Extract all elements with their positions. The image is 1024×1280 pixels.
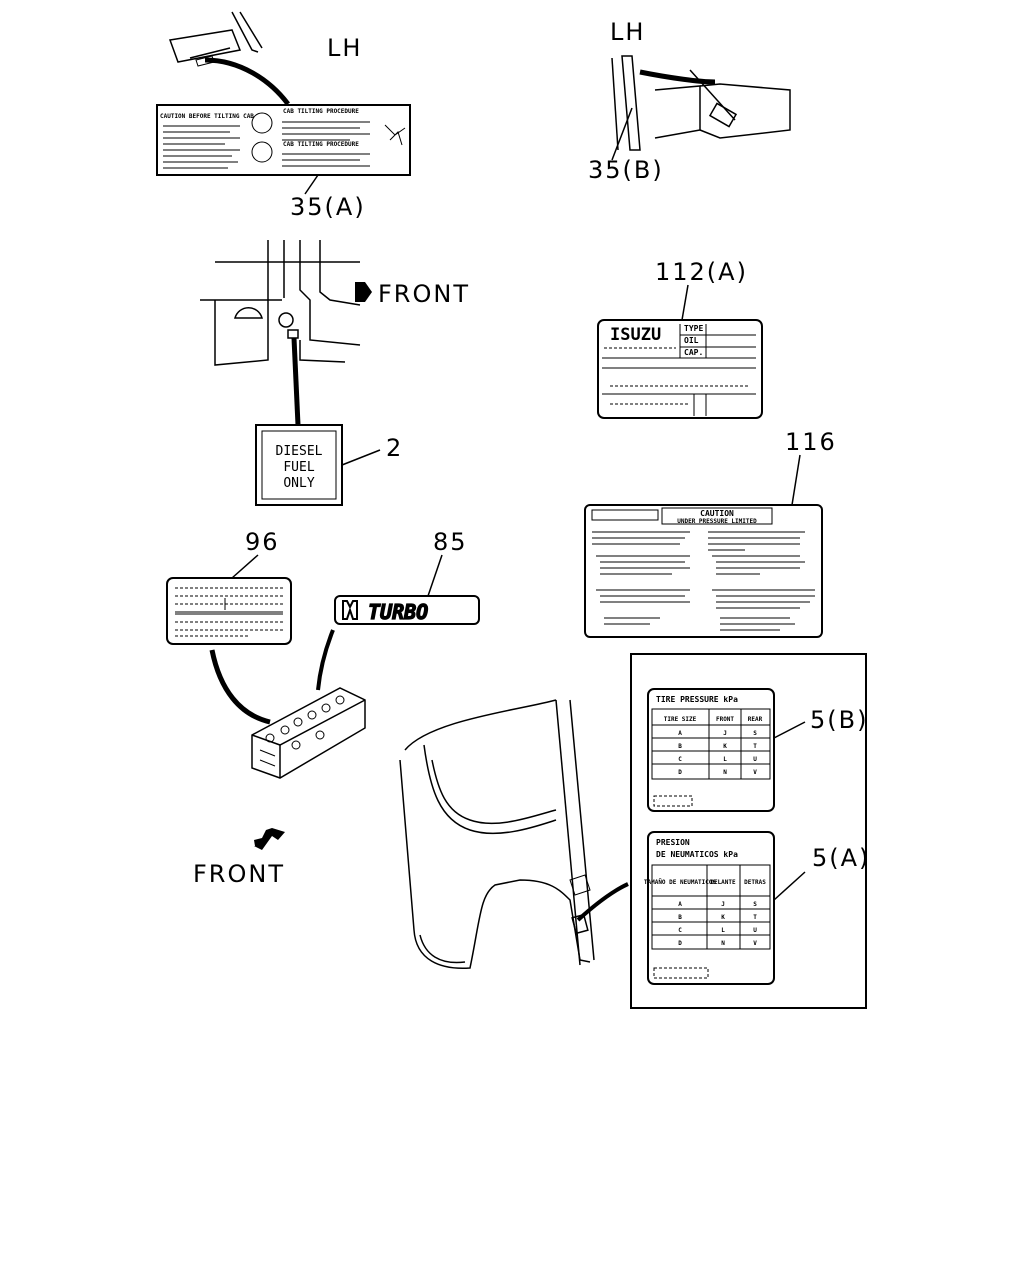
door-with-tire-labels: TIRE PRESSURE kPa TIRE SIZE FRONT REAR A…	[399, 653, 870, 1009]
tire-es-cell: C	[678, 927, 682, 934]
tire-en-cell: U	[753, 756, 757, 763]
tire-es-title-1: PRESION	[656, 838, 690, 847]
caution-title: CAUTION	[700, 509, 734, 518]
tire-es-cell: T	[753, 914, 757, 921]
callout-5b: 5(B)	[810, 706, 868, 734]
tire-inset-frame	[630, 653, 867, 1009]
tire-en-cell: V	[753, 769, 757, 776]
isuzu-brand: ISUZU	[610, 325, 661, 345]
callout-35a: 35(A)	[290, 193, 366, 221]
tire-es-title-2: DE NEUMATICOS kPa	[656, 850, 738, 859]
tire-es-cell: A	[678, 901, 682, 908]
tire-es-cell: U	[753, 927, 757, 934]
lh-label-1: LH	[327, 34, 362, 62]
tire-es-cell: L	[721, 927, 725, 934]
tire-en-h-rear: REAR	[748, 716, 763, 723]
callout-5a: 5(A)	[812, 844, 870, 872]
tire-en-cell: K	[723, 743, 727, 750]
caution-label: 116 CAUTION UNDER PRESSURE LIMITED	[584, 428, 837, 638]
diesel-line-1: DIESEL	[276, 444, 323, 459]
door-pillar-label-group: LH 35(B)	[588, 18, 791, 184]
isuzu-row-cap: CAP.	[684, 348, 703, 357]
diesel-line-2: FUEL	[283, 460, 314, 475]
turbo-badge-text: TURBO	[368, 600, 428, 624]
callout-96: 96	[245, 528, 280, 556]
tire-en-cell: L	[723, 756, 727, 763]
front-label-1: FRONT	[378, 280, 470, 308]
cab-tilt-label-group: CAUTION BEFORE TILTING CAB CAB TILTING P…	[156, 11, 411, 221]
tire-es-cell: V	[753, 940, 757, 947]
cab-tilt-label	[156, 104, 411, 176]
isuzu-row-oil: OIL	[684, 336, 699, 345]
tire-en-cell: S	[753, 730, 757, 737]
tire-en-cell: D	[678, 769, 682, 776]
callout-85: 85	[433, 528, 468, 556]
callout-35b: 35(B)	[588, 156, 664, 184]
tire-en-title: TIRE PRESSURE kPa	[656, 695, 738, 704]
tire-en-cell: T	[753, 743, 757, 750]
tire-es-cell: B	[678, 914, 682, 921]
cab-tilt-right-title-2: CAB TILTING PROCEDURE	[283, 141, 359, 148]
tire-pressure-label-es	[647, 831, 775, 985]
lh-label-2: LH	[610, 18, 645, 46]
tire-es-h-rear: DETRAS	[744, 879, 766, 886]
front-label-2: FRONT	[193, 860, 285, 888]
tire-en-h-front: FRONT	[716, 716, 734, 723]
engine-block-labels: 96 85 TURBO FRONT	[166, 528, 480, 888]
tire-pressure-label-en	[647, 688, 775, 812]
tire-es-cell: K	[721, 914, 725, 921]
tire-es-cell: N	[721, 940, 725, 947]
tire-en-cell: N	[723, 769, 727, 776]
tire-en-cell: A	[678, 730, 682, 737]
fuel-cap-area: FRONT DIESEL FUEL ONLY 2	[200, 240, 470, 506]
callout-2: 2	[386, 434, 403, 462]
isuzu-oil-plate: 112(A) ISUZU TYPE OIL CAP.	[597, 258, 763, 419]
cab-tilt-left-title: CAUTION BEFORE TILTING CAB	[160, 113, 254, 120]
tire-es-cell: D	[678, 940, 682, 947]
diesel-line-3: ONLY	[283, 476, 314, 491]
cab-tilt-right-title: CAB TILTING PROCEDURE	[283, 108, 359, 115]
callout-112a: 112(A)	[655, 258, 748, 286]
callout-116: 116	[785, 428, 837, 456]
caution-subtitle: UNDER PRESSURE LIMITED	[677, 518, 757, 525]
isuzu-row-type: TYPE	[684, 324, 703, 333]
tire-en-cell: J	[723, 730, 727, 737]
tire-es-cell: S	[753, 901, 757, 908]
tire-en-cell: B	[678, 743, 682, 750]
tire-en-cell: C	[678, 756, 682, 763]
tire-es-cell: J	[721, 901, 725, 908]
tire-en-h-size: TIRE SIZE	[664, 716, 697, 723]
tire-es-h-size: TAMAÑO DE NEUMATICOS	[644, 879, 717, 886]
tire-es-h-front: DELANTE	[710, 879, 736, 886]
